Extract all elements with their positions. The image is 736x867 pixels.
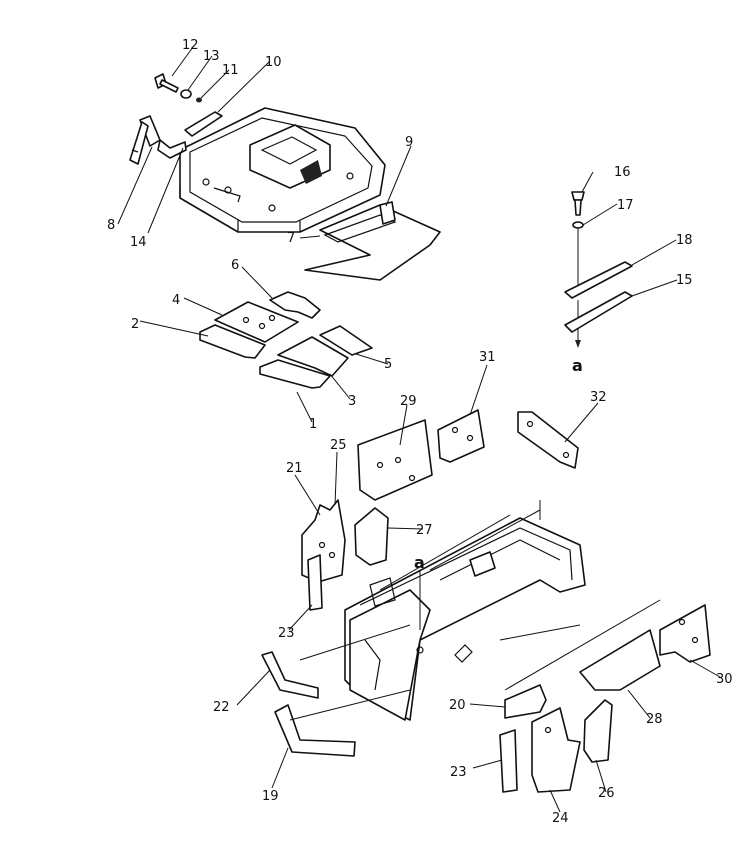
callout-24: 24 bbox=[552, 811, 569, 826]
callout-19: 19 bbox=[262, 789, 279, 804]
plate-31 bbox=[437, 409, 485, 463]
bolt-16 bbox=[571, 191, 585, 216]
callout-21: 21 bbox=[286, 461, 303, 476]
callout-22: 22 bbox=[213, 700, 230, 715]
callout-3: 3 bbox=[348, 394, 356, 409]
callout-13: 13 bbox=[203, 49, 220, 64]
callout-a-bolt: a bbox=[572, 356, 583, 375]
plate-5 bbox=[319, 325, 373, 356]
callout-32: 32 bbox=[590, 390, 607, 405]
plate-32 bbox=[517, 411, 579, 469]
main-frame bbox=[344, 517, 586, 721]
callout-16: 16 bbox=[614, 165, 631, 180]
plate-4 bbox=[214, 301, 299, 343]
callout-6: 6 bbox=[231, 258, 239, 273]
callout-10: 10 bbox=[265, 55, 282, 70]
bracket-14 bbox=[157, 139, 187, 159]
callout-4: 4 bbox=[172, 293, 180, 308]
callout-1: 1 bbox=[309, 417, 317, 432]
floor-plate bbox=[179, 107, 386, 233]
plate-2 bbox=[199, 324, 266, 359]
callout-25: 25 bbox=[330, 438, 347, 453]
callout-31: 31 bbox=[479, 350, 496, 365]
handle-22 bbox=[261, 651, 319, 699]
callout-28: 28 bbox=[646, 712, 663, 727]
plate-30 bbox=[659, 604, 711, 663]
callout-9: 9 bbox=[405, 135, 413, 150]
plate-18 bbox=[564, 261, 633, 299]
callout-11: 11 bbox=[222, 63, 239, 78]
callout-23-left: 23 bbox=[278, 626, 295, 641]
plate-29 bbox=[357, 419, 433, 501]
plate-3 bbox=[277, 336, 349, 377]
washer-17 bbox=[572, 221, 584, 229]
callout-18: 18 bbox=[676, 233, 693, 248]
callout-30: 30 bbox=[716, 672, 733, 687]
callout-2: 2 bbox=[131, 317, 139, 332]
callout-27: 27 bbox=[416, 523, 433, 538]
washer-13 bbox=[180, 89, 192, 99]
plate-26 bbox=[583, 699, 613, 763]
callout-15: 15 bbox=[676, 273, 693, 288]
plate-23-left bbox=[307, 554, 323, 611]
handle-19 bbox=[274, 704, 356, 757]
washer-11 bbox=[196, 97, 202, 103]
callout-12: 12 bbox=[182, 38, 199, 53]
callout-a-frame: a bbox=[414, 553, 425, 572]
callout-14: 14 bbox=[130, 235, 147, 250]
plate-24 bbox=[531, 707, 581, 793]
bolt-12 bbox=[154, 73, 179, 93]
plate-27 bbox=[354, 507, 389, 566]
plate-28 bbox=[579, 629, 661, 691]
block-20 bbox=[504, 684, 547, 719]
plate-1 bbox=[259, 359, 331, 389]
callout-23-right: 23 bbox=[450, 765, 467, 780]
plate-23-right bbox=[499, 729, 518, 793]
plate-15 bbox=[564, 291, 633, 333]
callout-17: 17 bbox=[617, 198, 634, 213]
bracket-8 bbox=[129, 115, 161, 165]
plate-10 bbox=[184, 111, 223, 137]
block-9 bbox=[379, 201, 396, 225]
callout-29: 29 bbox=[400, 394, 417, 409]
callout-26: 26 bbox=[598, 786, 615, 801]
callout-5: 5 bbox=[384, 357, 392, 372]
callout-20: 20 bbox=[449, 698, 466, 713]
callout-7: 7 bbox=[287, 231, 295, 246]
plate-6 bbox=[269, 291, 321, 319]
callout-8: 8 bbox=[107, 218, 115, 233]
